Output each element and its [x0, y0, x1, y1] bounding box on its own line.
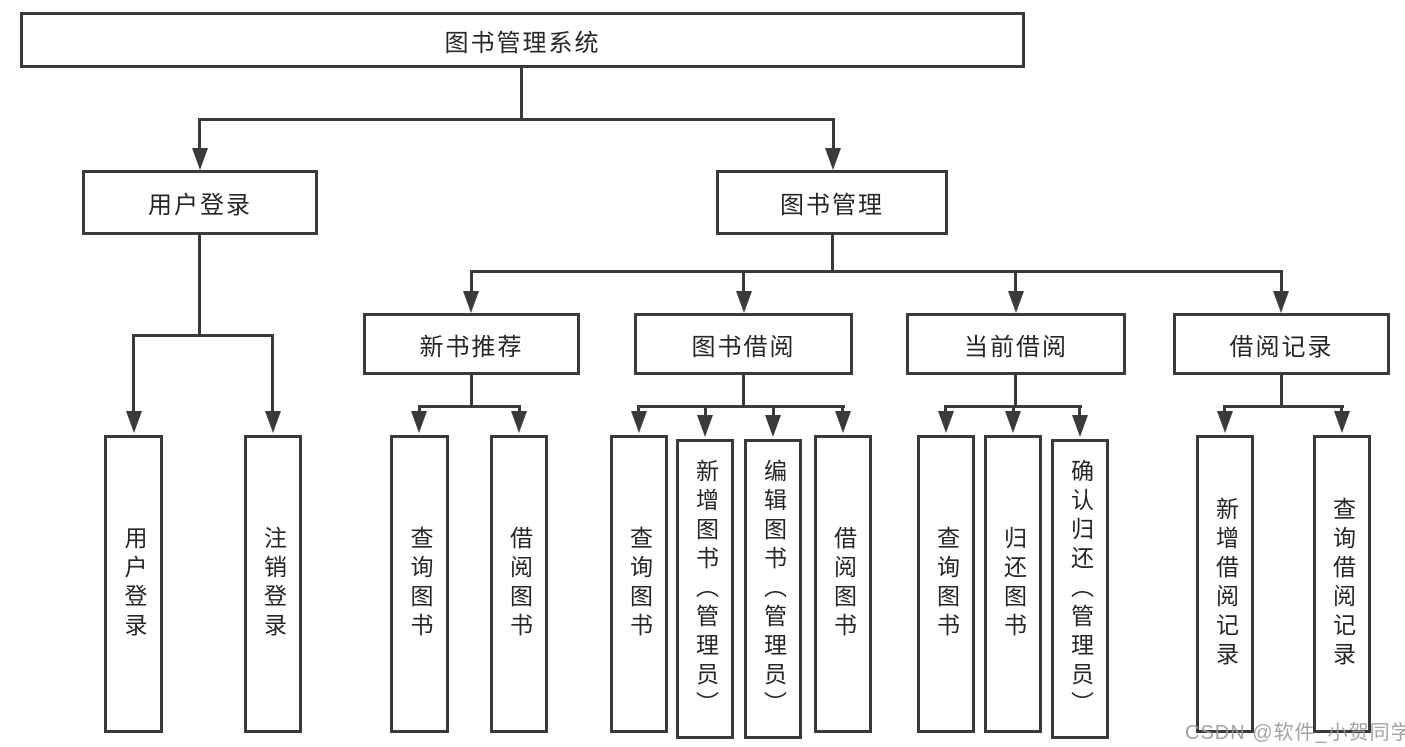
arrowhead-new-book-recommend — [463, 291, 479, 313]
arrowhead-recommend-borrow — [511, 411, 527, 433]
arrowhead-current-query — [938, 411, 954, 433]
edge-shaft-book-borrow — [742, 270, 745, 293]
arrowhead-borrow-borrow — [835, 411, 851, 433]
edge-shaft-current-borrow — [1014, 270, 1017, 293]
leaf-records-add-record: 新增借阅记录 — [1196, 435, 1254, 733]
edge-shaft-borrow-records — [1280, 270, 1283, 293]
node-new-book-recommend: 新书推荐 — [363, 313, 580, 375]
edge-shaft-borrow-edit — [772, 405, 775, 419]
edge-borrow-stub — [742, 375, 745, 407]
edge-root-rail — [198, 118, 835, 121]
edge-shaft-borrow-add — [704, 405, 707, 419]
arrowhead-leaf-logout — [265, 411, 281, 433]
watermark: CSDN @软件_小贺同学 — [1185, 722, 1405, 744]
leaf-current-query-book: 查询图书 — [917, 435, 975, 733]
edge-shaft-current-confirm — [1078, 405, 1081, 419]
arrowhead-records-query — [1334, 411, 1350, 433]
edge-shaft-borrow-borrow — [841, 405, 844, 415]
arrowhead-user-login — [192, 148, 208, 170]
arrowhead-borrow-records — [1273, 291, 1289, 313]
edge-shaft-user-login — [198, 118, 201, 151]
edge-user-login-rail — [132, 334, 274, 337]
leaf-borrow-query-book: 查询图书 — [610, 435, 668, 733]
edge-recommend-rail — [418, 405, 521, 408]
leaf-logout: 注销登录 — [244, 435, 302, 733]
edge-shaft-records-query — [1340, 405, 1343, 415]
node-current-borrow: 当前借阅 — [906, 313, 1126, 375]
leaf-user-login: 用户登录 — [104, 435, 163, 733]
node-borrow-records: 借阅记录 — [1173, 313, 1390, 375]
arrowhead-leaf-user-login — [126, 411, 142, 433]
edge-shaft-leaf-logout — [271, 334, 274, 414]
edge-records-rail — [1223, 405, 1344, 408]
edge-root-stub — [520, 68, 523, 121]
arrowhead-borrow-edit — [765, 415, 781, 437]
leaf-borrow-edit-book-admin: 编辑图书（管理员） — [744, 439, 802, 739]
edge-shaft-current-return — [1012, 405, 1015, 415]
arrowhead-recommend-query — [411, 411, 427, 433]
edge-shaft-leaf-user-login — [132, 334, 135, 414]
arrowhead-current-borrow — [1008, 291, 1024, 313]
node-root: 图书管理系统 — [20, 12, 1025, 68]
edge-user-login-stub — [198, 235, 201, 336]
edge-shaft-records-add — [1223, 405, 1226, 415]
leaf-borrow-borrow-book: 借阅图书 — [814, 435, 872, 733]
edge-shaft-current-query — [944, 405, 947, 415]
leaf-recommend-query-book: 查询图书 — [390, 435, 449, 733]
leaf-recommend-borrow-book: 借阅图书 — [490, 435, 548, 733]
leaf-current-return-book: 归还图书 — [984, 435, 1042, 733]
node-user-login: 用户登录 — [82, 170, 318, 235]
arrowhead-book-borrow — [736, 291, 752, 313]
edge-records-stub — [1280, 375, 1283, 407]
edge-borrow-rail — [638, 405, 845, 408]
edge-shaft-recommend-borrow — [518, 405, 521, 415]
leaf-records-query-record: 查询借阅记录 — [1313, 435, 1371, 733]
edge-book-management-rail — [470, 270, 1282, 273]
node-book-management: 图书管理 — [716, 170, 948, 235]
edge-shaft-book-management — [832, 118, 835, 151]
arrowhead-book-management — [825, 148, 841, 170]
leaf-current-confirm-return-admin: 确认归还（管理员） — [1051, 439, 1109, 739]
edge-shaft-recommend-query — [418, 405, 421, 415]
edge-recommend-stub — [470, 375, 473, 407]
edge-shaft-borrow-query — [637, 405, 640, 415]
arrowhead-borrow-add — [697, 415, 713, 437]
edge-current-stub — [1014, 375, 1017, 407]
node-book-borrow: 图书借阅 — [634, 313, 853, 375]
arrowhead-borrow-query — [631, 411, 647, 433]
arrowhead-records-add — [1217, 411, 1233, 433]
arrowhead-current-confirm — [1072, 415, 1088, 437]
edge-book-management-stub — [831, 235, 834, 273]
leaf-borrow-add-book-admin: 新增图书（管理员） — [676, 439, 734, 739]
edge-shaft-new-book-recommend — [470, 270, 473, 293]
arrowhead-current-return — [1005, 411, 1021, 433]
